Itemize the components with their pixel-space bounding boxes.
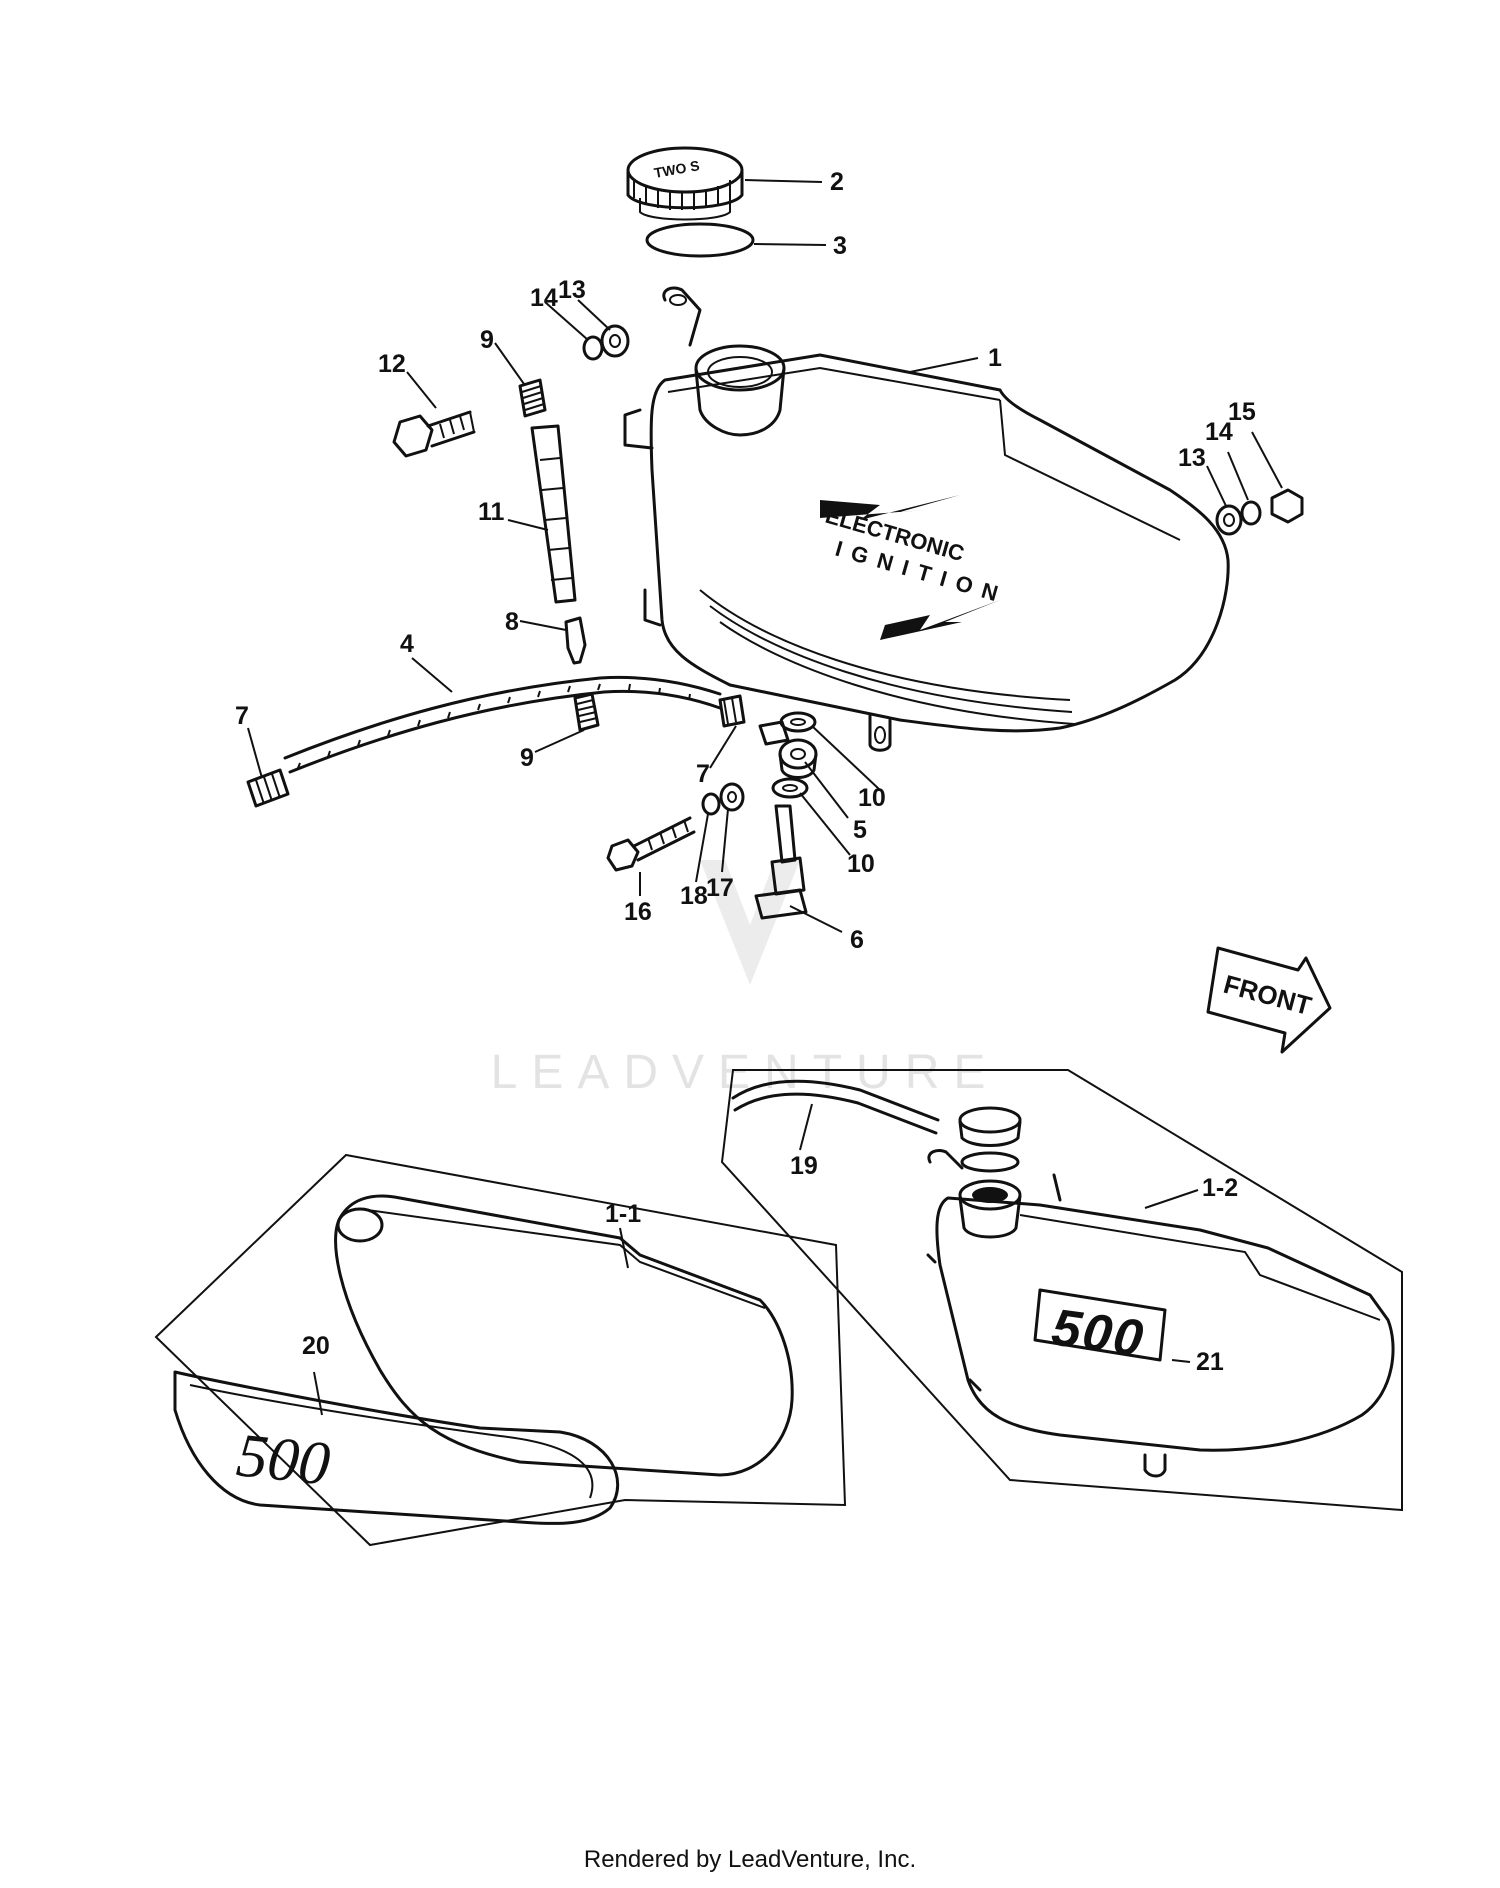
cap-text: TWO S (653, 157, 701, 181)
o-ring (645, 222, 755, 258)
washer-13-top (600, 324, 630, 358)
callout-12: 12 (378, 350, 406, 378)
leader-lines (247, 179, 1283, 1416)
callout-15: 15 (1228, 398, 1256, 426)
callout-3: 3 (833, 232, 847, 260)
callout-13-right: 13 (1178, 444, 1206, 472)
callout-10-bottom: 10 (847, 850, 875, 878)
side-cover-inset: 500 (154, 1153, 847, 1547)
callout-1: 1 (988, 344, 1002, 372)
callout-5: 5 (853, 816, 867, 844)
callout-18: 18 (680, 882, 708, 910)
tank-variant-inset: 500 (720, 1069, 1403, 1512)
callout-14-top: 14 (530, 284, 558, 312)
washer-17 (719, 782, 745, 812)
washer-14-top (582, 335, 604, 361)
callout-1-1: 1-1 (605, 1200, 641, 1228)
washer-13-right (1215, 504, 1243, 536)
callout-6: 6 (850, 926, 864, 954)
footer-credit: Rendered by LeadVenture, Inc. (583, 1846, 917, 1873)
tank-badge-number: 500 (1048, 1298, 1148, 1368)
tank-cap: TWO S (626, 146, 744, 221)
callout-16: 16 (624, 898, 652, 926)
spring-9-bottom (573, 692, 600, 732)
callout-19: 19 (790, 1152, 818, 1180)
callout-17: 17 (706, 874, 734, 902)
watermark: LEADVENTURE (491, 860, 1000, 1099)
nozzle-8 (564, 616, 587, 665)
callout-9-top: 9 (480, 326, 494, 354)
callout-14-right: 14 (1205, 418, 1233, 446)
banjo-bolt-6 (754, 804, 808, 920)
hose-4 (283, 675, 722, 774)
callout-2: 2 (830, 168, 844, 196)
banjo-fitting-5 (758, 720, 818, 779)
oil-tank: ELECTRONIC IGNITION (623, 286, 1230, 752)
washer-10-top (779, 711, 817, 733)
callout-8: 8 (505, 608, 519, 636)
watermark-text: LEADVENTURE (491, 1046, 1000, 1099)
washer-10-bottom (771, 777, 809, 799)
callout-7-left: 7 (235, 702, 249, 730)
washer-14-right (1240, 500, 1262, 526)
callout-labels: 1 2 3 4 5 6 7 7 8 9 9 10 10 11 12 13 13 … (235, 168, 1256, 1376)
front-arrow: FRONT (1206, 946, 1332, 1054)
callout-21: 21 (1196, 1348, 1224, 1376)
callout-7-right: 7 (696, 760, 710, 788)
callout-10-top: 10 (858, 784, 886, 812)
rod-11 (530, 424, 577, 604)
washer-18 (701, 792, 721, 816)
callout-11: 11 (478, 498, 505, 526)
callout-4: 4 (400, 630, 414, 658)
bolt-12 (392, 410, 476, 458)
front-arrow-label: FRONT (1220, 969, 1314, 1021)
side-cover-decal-number: 500 (234, 1421, 334, 1498)
bolt-16 (606, 816, 696, 872)
clamp-7-right (718, 694, 746, 728)
callout-13-top: 13 (558, 276, 586, 304)
callout-9-bottom: 9 (520, 744, 534, 772)
callout-20: 20 (302, 1332, 330, 1360)
nut-15 (1270, 488, 1304, 524)
clamp-7-left (246, 768, 290, 808)
spring-9-top (518, 378, 547, 418)
callout-1-2: 1-2 (1202, 1174, 1238, 1202)
